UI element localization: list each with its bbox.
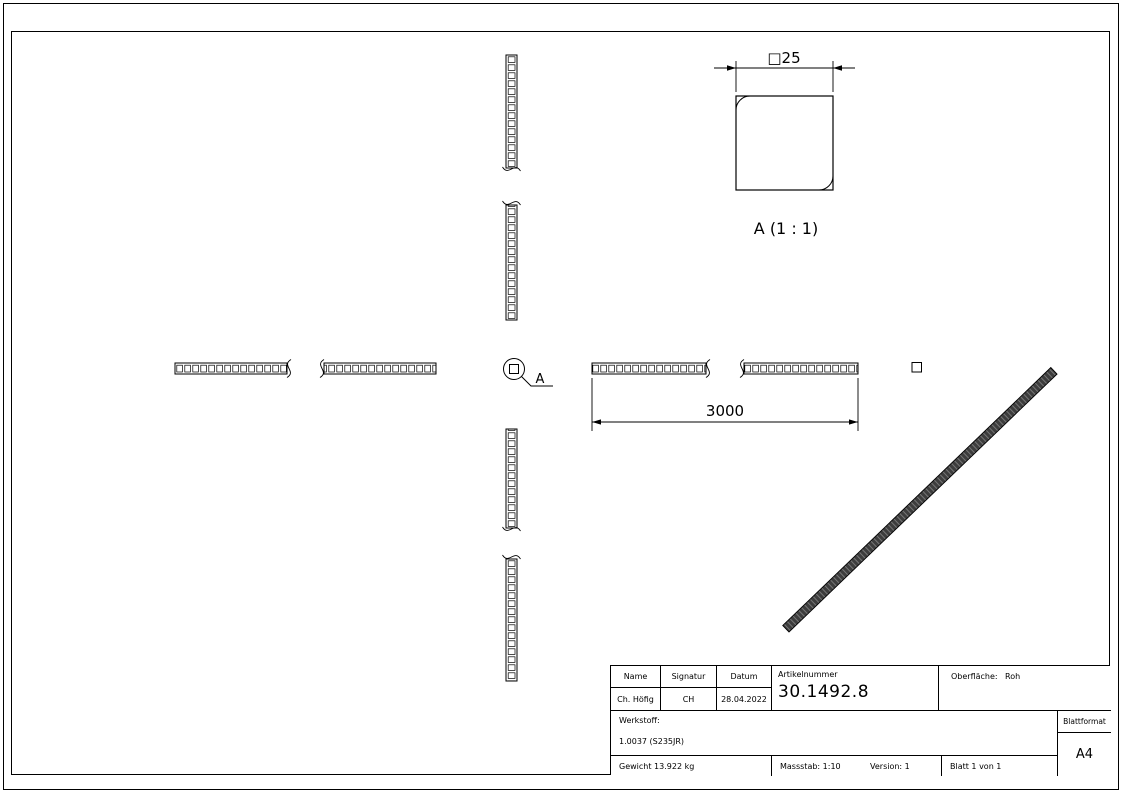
article-number-value: 30.1492.8 (778, 682, 870, 702)
value-date: 28.04.2022 (717, 688, 772, 711)
sheet-number-cell: Blatt 1 von 1 (942, 756, 1058, 776)
scale-value: Massstab: 1:10 (780, 762, 841, 771)
material-cell: Werkstoff: 1.0037 (S235JR) (611, 711, 1058, 756)
sheet-format-cell: Blattformat A4 (1058, 711, 1111, 776)
value-signature: CH (661, 688, 717, 711)
isometric-view (782, 366, 1058, 633)
header-signature: Signatur (661, 666, 717, 688)
end-view-square (911, 362, 922, 373)
surface-cell: Oberfläche: Roh (939, 666, 1111, 711)
value-name: Ch. Höfig (611, 688, 661, 711)
scale-cell: Massstab: 1:10 Version: 1 (772, 756, 942, 776)
title-block: Name Signatur Datum Ch. Höfig CH 28.04.2… (610, 665, 1111, 776)
callout-label: A (536, 372, 545, 387)
detail-callout: A (503, 358, 553, 387)
header-name: Name (611, 666, 661, 688)
article-number-cell: Artikelnummer 30.1492.8 (772, 666, 939, 711)
surface-value: Roh (1005, 672, 1021, 681)
version-value: Version: 1 (870, 762, 910, 771)
page-border (3, 3, 1119, 790)
front-view-horizontal-bar (174, 359, 859, 378)
article-number-label: Artikelnummer (778, 670, 838, 679)
surface-label: Oberfläche: (951, 672, 998, 681)
detail-view: □25 A (1 : 1) (714, 49, 855, 238)
detail-dimension-label: □25 (767, 49, 800, 67)
sheet-format-value: A4 (1075, 747, 1094, 762)
weight-cell: Gewicht 13.922 kg (611, 756, 772, 776)
detail-view-label: A (1 : 1) (754, 219, 818, 238)
material-label: Werkstoff: (619, 716, 660, 725)
header-date: Datum (717, 666, 772, 688)
material-value: 1.0037 (S235JR) (619, 737, 685, 746)
drawing-frame (11, 31, 1110, 775)
sheet-format-label: Blattformat (1058, 711, 1111, 733)
dimension-3000-label: 3000 (706, 402, 744, 420)
side-view-vertical-bar (502, 54, 521, 682)
dimension-3000: 3000 (591, 378, 859, 431)
